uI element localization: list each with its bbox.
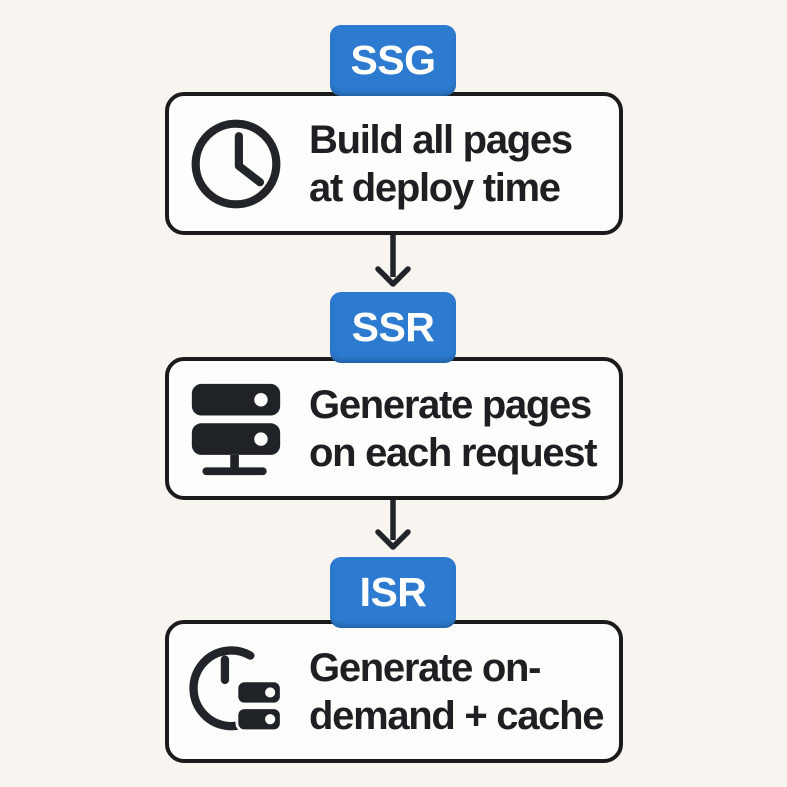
stage-card-ssr: Generate pages on each request <box>165 357 623 500</box>
badge-ssr: SSR <box>330 292 456 363</box>
stage-description-line: on each request <box>309 430 598 475</box>
clock-cache-server-icon <box>188 642 284 742</box>
stage-description-line: Build all pages <box>309 117 573 162</box>
stage-description-line: Generate on- <box>309 645 541 690</box>
clock-icon <box>188 114 284 214</box>
stage-card-isr: Generate on- demand + cache <box>165 620 623 763</box>
badge-ssg: SSG <box>330 25 456 96</box>
stage-card-ssg: Build all pages at deploy time <box>165 92 623 235</box>
arrow-down-icon <box>375 233 411 287</box>
server-icon <box>188 379 284 479</box>
stage-description-line: at deploy time <box>309 165 561 210</box>
stage-description-line: demand + cache <box>309 693 604 738</box>
badge-isr: ISR <box>330 557 456 628</box>
stage-description: Generate on- demand + cache <box>309 644 604 740</box>
stage-description: Build all pages at deploy time <box>309 116 573 212</box>
arrow-down-icon <box>375 496 411 550</box>
stage-description: Generate pages on each request <box>309 381 598 477</box>
stage-description-line: Generate pages <box>309 382 592 427</box>
